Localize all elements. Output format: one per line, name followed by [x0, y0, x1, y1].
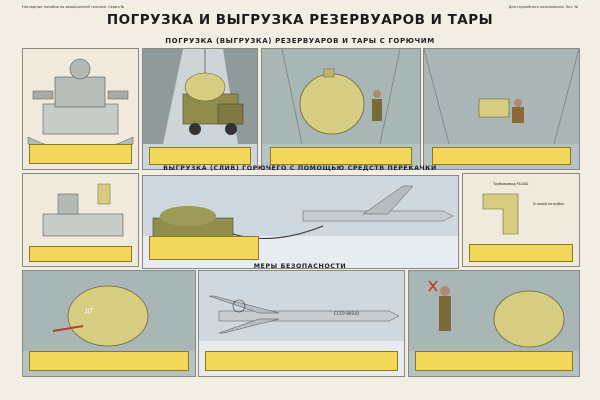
- aircraft-registration: СССР-86910: [334, 311, 359, 316]
- panel-tank-diagram: [22, 48, 139, 170]
- caption-panel-5: [29, 246, 132, 262]
- tank-mark-text: ДТ: [85, 308, 94, 315]
- section-title-transfer: ВЫГРУЗКА (СЛИВ) ГОРЮЧЕГО С ПОМОЩЬЮ СРЕДС…: [163, 165, 437, 172]
- caption-panel-2: [149, 147, 251, 165]
- panel-safety-tank: ДТ: [22, 270, 196, 377]
- poster-subtitle: ПОГРУЗКА (ВЫГРУЗКА) РЕЗЕРВУАРОВ И ТАРЫ С…: [165, 37, 435, 45]
- safety-tank-illustration: ДТ: [23, 271, 195, 351]
- panel-pipe-diagram: Трубопровод РА-000 Угловой патрубок: [462, 173, 580, 267]
- section-title-safety: МЕРЫ БЕЗОПАСНОСТИ: [253, 263, 347, 270]
- pipe-diagram: [482, 193, 519, 235]
- caption-panel-1: [29, 144, 132, 164]
- poster-title: ПОГРУЗКА И ВЫГРУЗКА РЕЗЕРВУАРОВ И ТАРЫ: [106, 12, 494, 28]
- caption-panel-3: [270, 147, 412, 165]
- panel-containers-hold: [423, 48, 580, 170]
- pipe-label-right: Угловой патрубок: [533, 202, 565, 206]
- panel-valve-diagram: [22, 173, 139, 267]
- panel-tank-in-hold: [261, 48, 421, 170]
- caption-panel-10: [415, 351, 573, 371]
- containers-illustration: [424, 49, 579, 145]
- tank-in-hold-illustration: [262, 49, 420, 145]
- header-right-note: Для служебного пользования. Экз. №: [508, 5, 578, 9]
- safety-worker-illustration: [409, 271, 579, 351]
- pipe-label-top: Трубопровод РА-000: [493, 182, 529, 186]
- panel-safety-worker: [408, 270, 580, 377]
- panel-fuel-transfer: [142, 175, 459, 269]
- caption-panel-9: [205, 351, 398, 371]
- header-left-note: Наглядные пособия по авиационной технике…: [22, 5, 125, 9]
- caption-panel-7: [469, 244, 573, 262]
- caption-panel-4: [432, 147, 571, 165]
- panel-safety-plane: СССР-86910: [198, 270, 405, 377]
- panel-truck-loading: [142, 48, 258, 170]
- valve-diagram: [42, 183, 124, 237]
- truck-loading-illustration: [143, 49, 257, 144]
- caption-panel-6: [149, 236, 259, 260]
- caption-panel-8: [29, 351, 189, 371]
